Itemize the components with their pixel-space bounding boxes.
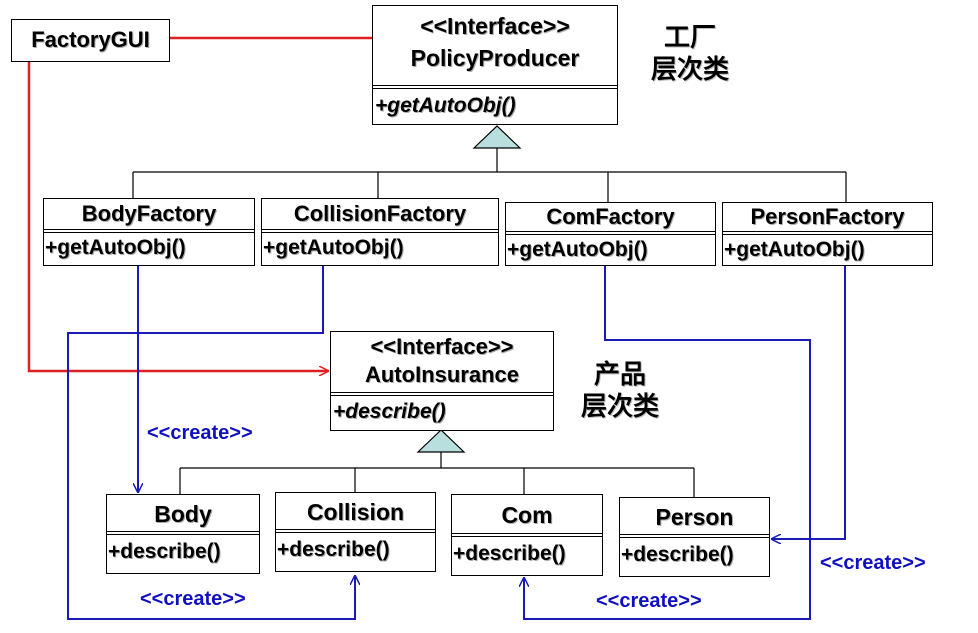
- personfactory-class: PersonFactory +getAutoObj(): [722, 202, 933, 266]
- collision-operation: +describe(): [277, 538, 390, 561]
- gui-to-autoinsurance-link: [27, 62, 328, 371]
- personfactory-operation: +getAutoObj(): [724, 238, 865, 261]
- autoinsurance-name: AutoInsurance: [364, 362, 520, 387]
- com-name: Com: [501, 502, 553, 528]
- person-operation: +describe(): [621, 543, 734, 566]
- comfactory-creates-com-link: [524, 266, 811, 620]
- body-operation: +describe(): [108, 540, 221, 563]
- comfactory-operation: +getAutoObj(): [507, 238, 648, 261]
- create-label-person: <<create>>: [820, 552, 926, 574]
- factory-note-line2: 层次类: [650, 55, 729, 85]
- product-note-line1: 产品: [593, 360, 646, 390]
- policyproducer-operation: +getAutoObj(): [375, 94, 516, 117]
- factorygui-class: FactoryGUI: [11, 19, 170, 62]
- create-label-com: <<create>>: [596, 590, 702, 612]
- personfactory-creates-person-link: [772, 266, 846, 539]
- person-name: Person: [655, 504, 734, 530]
- comfactory-class: ComFactory +getAutoObj(): [505, 202, 716, 266]
- product-note-line2: 层次类: [580, 392, 659, 422]
- product-hierarchy-note: 产品 层次类: [560, 359, 680, 423]
- factorygui-class-name: FactoryGUI: [31, 27, 150, 52]
- autoinsurance-interface: <<Interface>> AutoInsurance +describe(): [330, 331, 554, 431]
- create-label-collision: <<create>>: [140, 588, 246, 610]
- autoinsurance-stereotype: <<Interface>>: [370, 334, 514, 359]
- factory-note-line1: 工厂: [663, 23, 716, 53]
- collision-class: Collision +describe(): [275, 492, 436, 572]
- create-label-body: <<create>>: [147, 422, 253, 444]
- body-name: Body: [154, 501, 212, 527]
- product-inheritance-triangle: [416, 429, 466, 453]
- collisionfactory-class: CollisionFactory +getAutoObj(): [261, 198, 499, 266]
- person-class: Person +describe(): [619, 497, 770, 577]
- bodyfactory-operation: +getAutoObj(): [45, 236, 186, 259]
- policyproducer-interface: <<Interface>> PolicyProducer +getAutoObj…: [372, 5, 618, 125]
- factory-inheritance-triangle: [472, 125, 522, 149]
- collisionfactory-name: CollisionFactory: [293, 201, 467, 226]
- body-class: Body +describe(): [106, 494, 260, 574]
- bodyfactory-name: BodyFactory: [81, 201, 217, 226]
- collision-name: Collision: [306, 499, 405, 525]
- collisionfactory-operation: +getAutoObj(): [263, 236, 404, 259]
- personfactory-name: PersonFactory: [750, 204, 905, 229]
- com-class: Com +describe(): [451, 494, 603, 576]
- factory-hierarchy-note: 工厂 层次类: [630, 22, 750, 86]
- autoinsurance-operation: +describe(): [333, 400, 446, 423]
- bodyfactory-class: BodyFactory +getAutoObj(): [43, 198, 255, 266]
- com-operation: +describe(): [453, 542, 566, 565]
- policyproducer-name: PolicyProducer: [410, 45, 580, 71]
- policyproducer-stereotype: <<Interface>>: [420, 13, 570, 39]
- collisionfactory-creates-collision-link: [67, 266, 355, 620]
- comfactory-name: ComFactory: [546, 204, 675, 229]
